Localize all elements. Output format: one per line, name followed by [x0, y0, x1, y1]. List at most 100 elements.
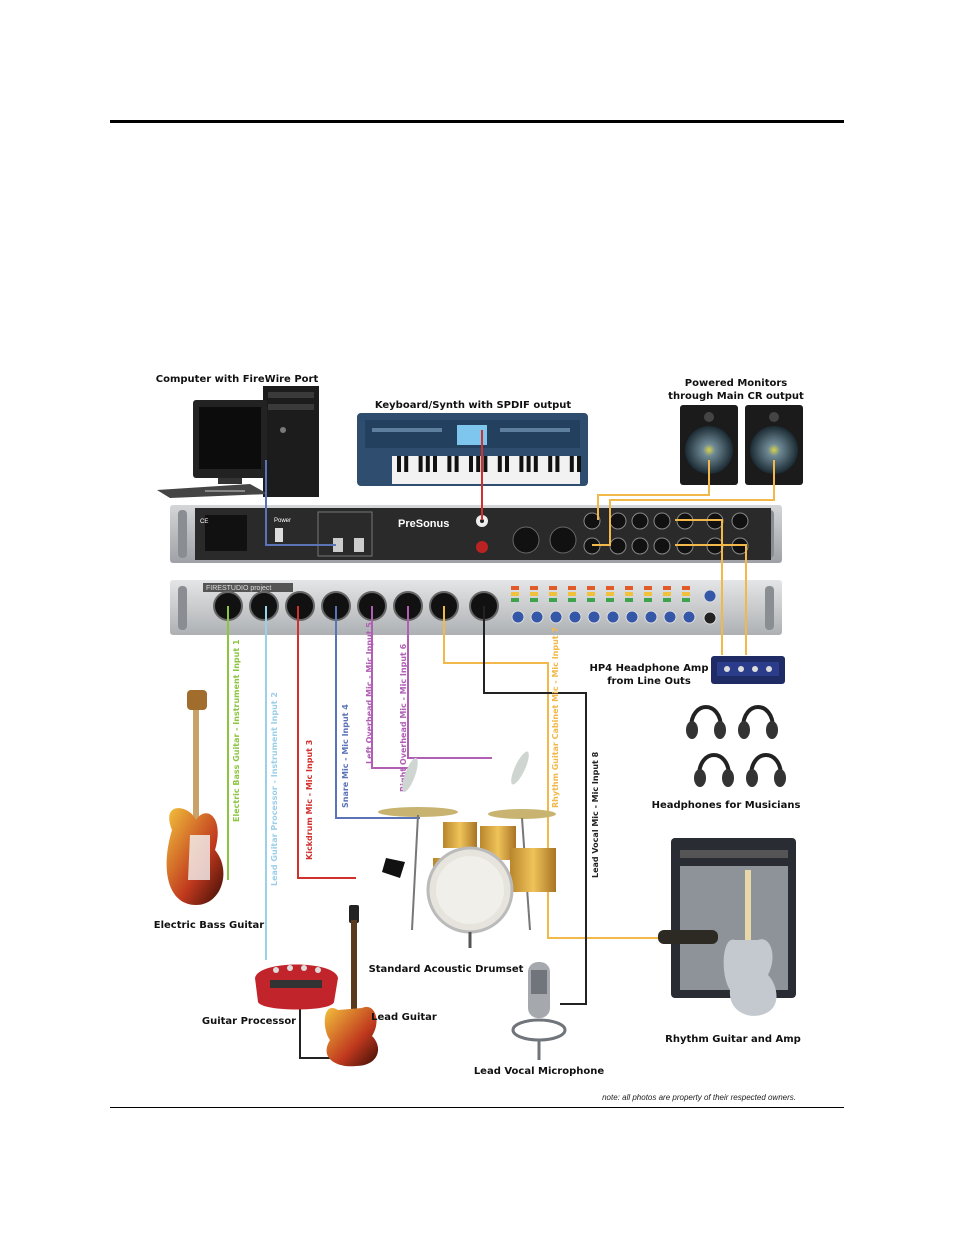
cable-label-input-7: Rhythm Guitar Cabinet Mic - Mic Input 7 [551, 627, 560, 808]
vocal-mic-label: Lead Vocal Microphone [474, 1066, 605, 1077]
cable-label-input-4: Snare Mic - Mic Input 4 [341, 704, 350, 808]
black-key [483, 456, 488, 472]
black-key [418, 456, 423, 472]
hp4-headphone-amp-image [711, 656, 785, 684]
cable-lineout-2 [675, 544, 747, 655]
drumset-label: Standard Acoustic Drumset [369, 964, 524, 975]
gain-knob [511, 610, 525, 624]
gain-knob [663, 610, 677, 624]
monitors-label-line1: Powered Monitors [685, 378, 788, 389]
cable-input-5 [371, 606, 410, 769]
svg-text:CE: CE [200, 519, 208, 525]
meter-led [644, 586, 652, 590]
rear-jack [631, 537, 649, 555]
meter-led [625, 598, 633, 602]
gain-knob [644, 610, 658, 624]
black-key [404, 456, 409, 472]
cable-labels: Electric Bass Guitar - Instrument Input … [232, 622, 600, 886]
meter-led [587, 592, 595, 596]
cable-processor-guitar [299, 1005, 330, 1059]
device-brand: PreSonus [398, 518, 449, 530]
keyboard-black-keys [397, 456, 581, 472]
cable-firewire [265, 460, 336, 546]
rhythm-label: Rhythm Guitar and Amp [665, 1034, 801, 1045]
headphones-label: Headphones for Musicians [652, 800, 801, 811]
cable-input-3 [297, 606, 356, 879]
interface-front-panel: FIRESTUDIO project [170, 580, 782, 635]
headphone-icon [694, 753, 734, 787]
meter-led [549, 592, 557, 596]
meter-led [530, 592, 538, 596]
meter-led [682, 598, 690, 602]
meter-led [568, 592, 576, 596]
rear-jack [731, 512, 749, 530]
cable-input-8 [483, 606, 587, 1005]
gain-knob [549, 610, 563, 624]
cable-input-6 [407, 606, 492, 759]
lead-guitar-label: Lead Guitar [371, 1012, 437, 1023]
gain-knob [568, 610, 582, 624]
black-key [569, 456, 574, 472]
headphone-jack [703, 611, 717, 625]
meter-led [530, 598, 538, 602]
gain-knob [530, 610, 544, 624]
meter-led [663, 598, 671, 602]
svg-text:Power: Power [274, 518, 291, 524]
meter-led [549, 598, 557, 602]
black-key [548, 456, 553, 472]
headphone-icon [738, 705, 778, 739]
cables [227, 430, 775, 1059]
meter-led [568, 586, 576, 590]
gain-knob [682, 610, 696, 624]
black-key [425, 456, 430, 472]
rear-jack [583, 512, 601, 530]
meter-led [549, 586, 557, 590]
black-key [555, 456, 560, 472]
meter-led [644, 592, 652, 596]
meter-led [587, 598, 595, 602]
cable-monitor-left [597, 460, 710, 520]
headphone-icon [686, 705, 726, 739]
black-key [519, 456, 524, 472]
rear-jack [609, 537, 627, 555]
rear-jack [631, 512, 649, 530]
bass-label: Electric Bass Guitar [154, 920, 265, 931]
black-key [533, 456, 538, 472]
device-model: FIRESTUDIO project [206, 585, 271, 592]
black-key [397, 456, 401, 472]
combo-input-jack [285, 591, 315, 621]
gain-knob [606, 610, 620, 624]
top-rule [110, 120, 844, 123]
meter-led [682, 592, 690, 596]
meter-led [606, 592, 614, 596]
cable-label-input-6: Right Overhead Mic - Mic Input 6 [399, 643, 408, 792]
studio-monitors-image [680, 405, 803, 485]
black-key [476, 456, 481, 472]
black-key [526, 456, 531, 472]
cable-label-input-1: Electric Bass Guitar - Instrument Input … [232, 639, 241, 822]
cable-label-input-2: Lead Guitar Processor - Instrument Input… [270, 692, 279, 886]
rear-jack [609, 512, 627, 530]
meter-led [606, 586, 614, 590]
computer-label: Computer with FireWire Port [156, 374, 319, 385]
cable-lineout-1 [675, 519, 723, 655]
meter-led [663, 586, 671, 590]
meter-led [587, 586, 595, 590]
keyboard-label: Keyboard/Synth with SPDIF output [375, 400, 572, 411]
acoustic-drumset-image [378, 751, 556, 948]
black-key [497, 456, 502, 472]
lead-guitar-image [324, 905, 379, 1067]
headphones-image [686, 705, 786, 787]
bottom-rule [110, 1107, 844, 1108]
combo-input-jack [249, 591, 279, 621]
hp4-label-line2: from Line Outs [607, 676, 691, 687]
meter-led [511, 586, 519, 590]
meter-led [682, 586, 690, 590]
meter-led [644, 598, 652, 602]
meter-led [568, 598, 576, 602]
rear-jack [653, 512, 671, 530]
black-key [577, 456, 581, 472]
meter-led [511, 592, 519, 596]
cable-label-input-3: Kickdrum Mic - Mic Input 3 [305, 740, 314, 860]
hp4-label-line1: HP4 Headphone Amp [589, 663, 708, 674]
